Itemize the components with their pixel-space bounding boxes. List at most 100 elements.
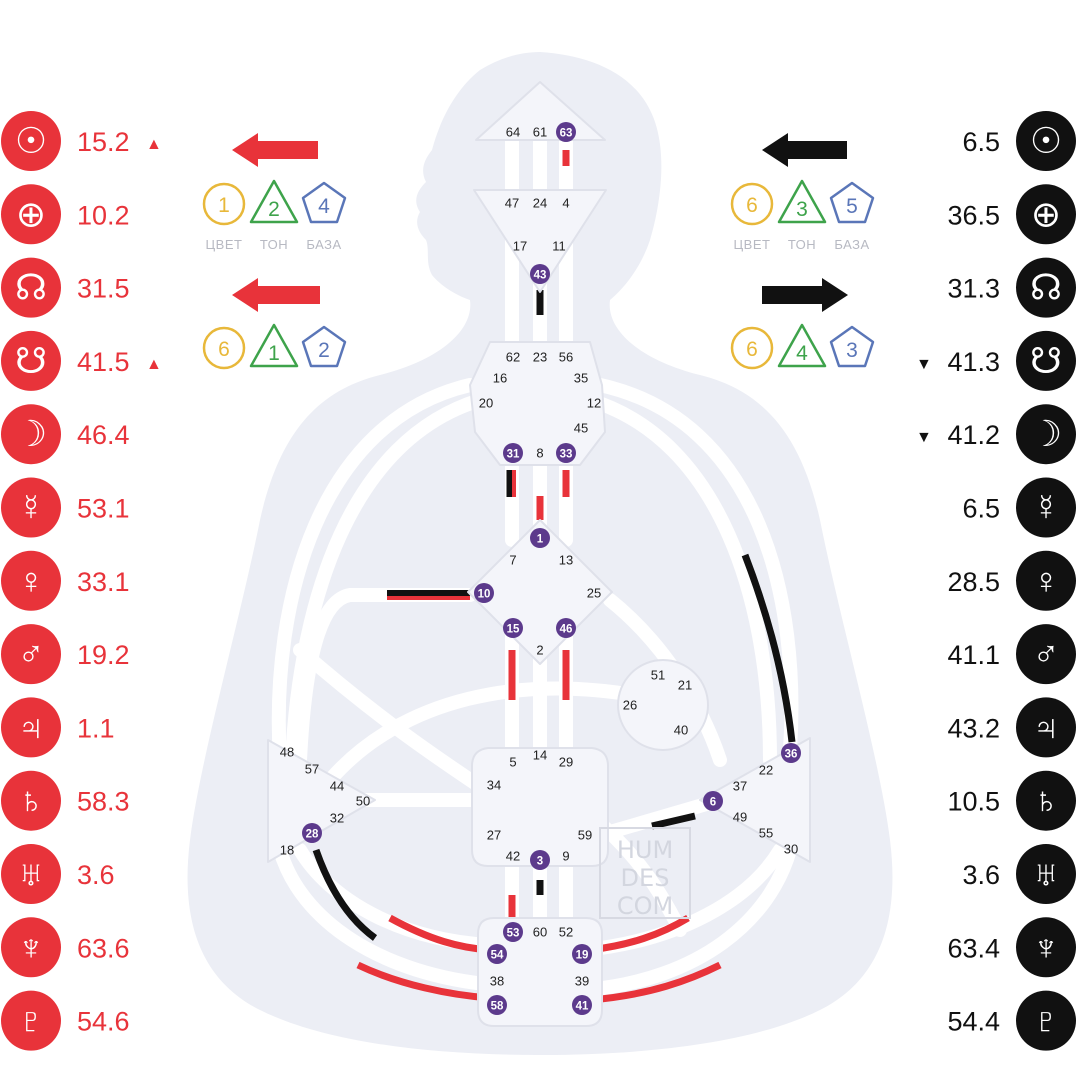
channel-activation xyxy=(356,961,491,1002)
gate-number: 36 xyxy=(785,749,798,761)
planet-row: ♃1.1 xyxy=(1,697,115,758)
gate-active-marker xyxy=(530,264,550,284)
planet-gate-line: 63.4 xyxy=(947,933,1000,963)
planet-row: ☉15.2▲ xyxy=(1,111,162,171)
tone-label: ТОН xyxy=(788,237,816,252)
gate-number: 6 xyxy=(710,797,716,809)
svg-text:♃: ♃ xyxy=(1033,706,1060,747)
tone-triangle-icon xyxy=(777,179,827,224)
tone-label: ТОН xyxy=(260,237,288,252)
svg-text:☉: ☉ xyxy=(15,120,47,161)
south-node-icon: ☋ xyxy=(1016,330,1076,391)
tone-value: 2 xyxy=(268,198,280,221)
gate-number: 46 xyxy=(560,624,573,636)
gate-number: 50 xyxy=(356,794,370,809)
exaltation-marker: ▲ xyxy=(146,136,162,153)
moon-icon: ☽ xyxy=(1,404,61,465)
svg-text:♀: ♀ xyxy=(18,560,45,601)
gate-number: 31 xyxy=(507,449,520,461)
channel-activation xyxy=(651,812,696,830)
svg-text:♆: ♆ xyxy=(18,926,45,967)
north-node-icon: ☊ xyxy=(1016,257,1076,318)
svg-text:☊: ☊ xyxy=(15,267,47,308)
gate-number: 34 xyxy=(487,778,501,793)
channel xyxy=(271,378,477,767)
color-circle-icon xyxy=(202,182,246,226)
svg-text:♄: ♄ xyxy=(1033,780,1060,821)
gate-number: 2 xyxy=(536,643,543,658)
gate-number: 10 xyxy=(478,589,491,601)
venus-icon: ♀ xyxy=(1,550,61,611)
base-label: БАЗА xyxy=(306,237,341,252)
svg-text:☽: ☽ xyxy=(1030,413,1062,454)
gate-number: 57 xyxy=(305,762,319,777)
arrow-right-icon xyxy=(762,278,848,312)
tone-value: 3 xyxy=(796,198,808,221)
planet-gate-line: 28.5 xyxy=(947,567,1000,597)
planet-row: ♆63.4 xyxy=(947,917,1076,978)
jupiter-icon: ♃ xyxy=(1,697,61,758)
base-pentagon-icon xyxy=(301,325,347,368)
gate-number: 18 xyxy=(280,843,294,858)
channel xyxy=(583,393,777,767)
watermark-line: COM xyxy=(617,892,673,920)
arrow-left-icon xyxy=(232,133,318,167)
gate-active-marker xyxy=(703,791,723,811)
gate-number: 3 xyxy=(537,856,543,868)
gate-number: 7 xyxy=(509,553,516,568)
color-circle-icon xyxy=(202,326,246,370)
gate-number: 28 xyxy=(306,829,319,841)
saturn-icon: ♄ xyxy=(1,770,61,831)
gate-number: 53 xyxy=(507,928,520,940)
channel xyxy=(293,588,477,767)
moon-icon: ☽ xyxy=(1016,404,1076,465)
center-shape xyxy=(469,341,606,466)
gate-number: 42 xyxy=(506,849,520,864)
gate-active-marker xyxy=(556,618,576,638)
gate-number: 1 xyxy=(537,534,544,546)
gate-active-marker xyxy=(572,995,592,1015)
gate-number: 14 xyxy=(533,748,547,763)
planet-row: ☿6.5 xyxy=(962,477,1076,538)
mars-icon: ♂ xyxy=(1,624,61,685)
mars-icon: ♂ xyxy=(1016,624,1076,685)
planet-gate-line: 41.5 xyxy=(77,347,130,377)
planet-row: ☋41.3▼ xyxy=(916,330,1076,391)
channel xyxy=(285,393,487,767)
svg-text:♇: ♇ xyxy=(1033,1000,1060,1041)
personality-column: ☉6.5⊕36.5☊31.3☋41.3▼☽41.2▼☿6.5♀28.5♂41.1… xyxy=(916,111,1076,1051)
center-shape xyxy=(699,737,811,863)
channel xyxy=(593,793,727,842)
planet-row: ♀28.5 xyxy=(947,550,1076,611)
uranus-icon: ♅ xyxy=(1016,844,1076,904)
svg-text:♇: ♇ xyxy=(18,1000,45,1041)
gate-number: 43 xyxy=(534,270,547,282)
gate-active-marker xyxy=(474,583,494,603)
gate-number: 52 xyxy=(559,925,573,940)
tone-value: 4 xyxy=(796,342,808,365)
planet-row: ⊕10.2 xyxy=(1,184,130,245)
svg-text:♂: ♂ xyxy=(1033,633,1060,674)
base-pentagon-icon xyxy=(829,325,875,368)
tone-triangle-icon xyxy=(777,323,827,368)
gate-active-marker xyxy=(530,528,550,548)
svg-text:☋: ☋ xyxy=(1030,340,1062,381)
gate-number: 23 xyxy=(533,350,547,365)
planet-row: ♅3.6 xyxy=(1,844,115,904)
base-pentagon-icon xyxy=(301,181,347,224)
gate-active-marker xyxy=(530,850,550,870)
color-label: ЦВЕТ xyxy=(734,237,771,252)
gate-number: 59 xyxy=(578,828,592,843)
center-shape xyxy=(617,659,709,751)
gate-active-marker xyxy=(781,743,801,763)
planet-row: ♂41.1 xyxy=(947,624,1076,685)
south-node-icon: ☋ xyxy=(1,330,61,391)
